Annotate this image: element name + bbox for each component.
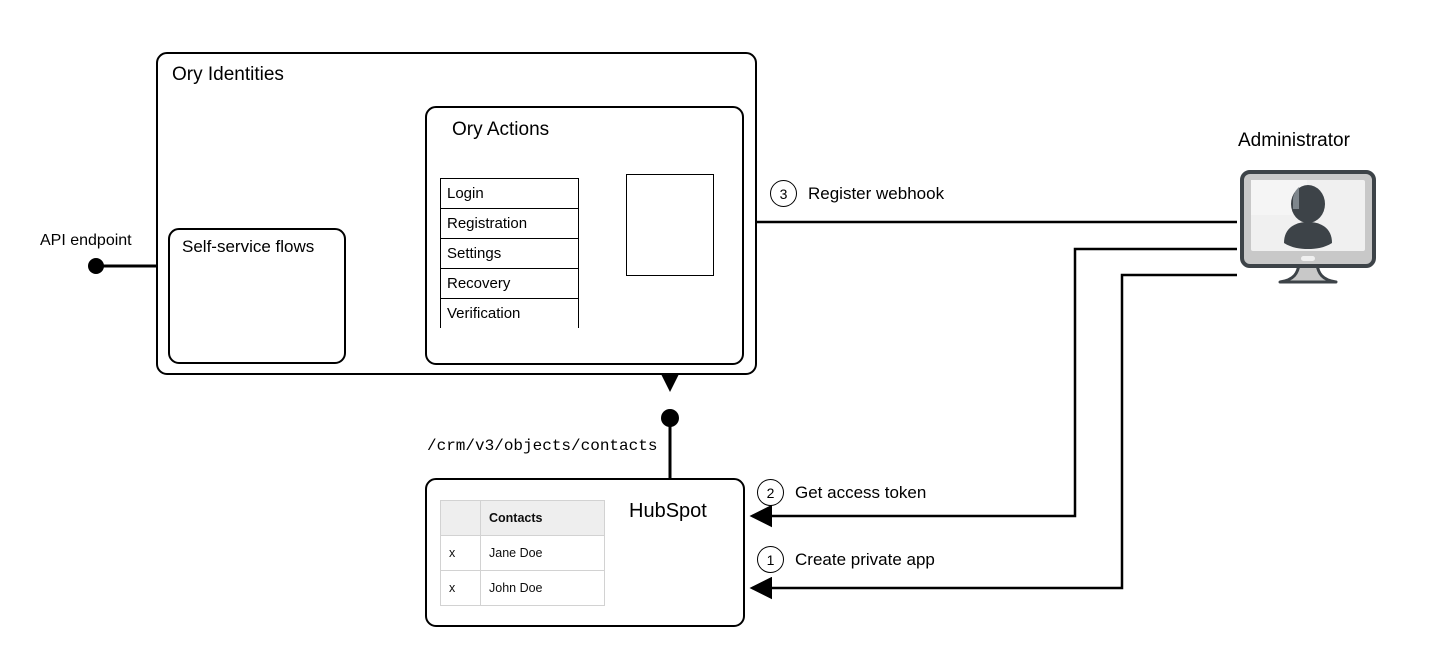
- table-row[interactable]: x Jane Doe: [440, 535, 605, 571]
- ory-identities-title: Ory Identities: [172, 64, 284, 85]
- step-1-label: Create private app: [795, 549, 935, 569]
- monitor-user-icon: [1240, 170, 1376, 284]
- table-cell-name: John Doe: [480, 570, 605, 606]
- step-2-label: Get access token: [795, 482, 927, 502]
- api-endpoint-label: API endpoint: [40, 232, 132, 249]
- self-service-flows-box: [168, 228, 346, 364]
- step-1-create-private-app: 1 Create private app: [757, 546, 935, 573]
- flow-row-settings[interactable]: Settings: [441, 239, 578, 269]
- ory-actions-title: Ory Actions: [452, 119, 550, 140]
- table-row[interactable]: x John Doe: [440, 570, 605, 606]
- table-header-blank: [440, 500, 481, 536]
- step-2-get-access-token: 2 Get access token: [757, 479, 926, 506]
- table-cell-marker: x: [440, 535, 481, 571]
- table-cell-name: Jane Doe: [480, 535, 605, 571]
- webhook-node-box[interactable]: [626, 174, 714, 276]
- step-1-number: 1: [757, 546, 784, 573]
- table-cell-marker: x: [440, 570, 481, 606]
- flow-row-login[interactable]: Login: [441, 179, 578, 209]
- flow-row-recovery[interactable]: Recovery: [441, 269, 578, 299]
- administrator-label: Administrator: [1238, 130, 1350, 151]
- step-3-register-webhook: 3 Register webhook: [770, 180, 944, 207]
- table-header-row: Contacts: [440, 500, 605, 536]
- flow-row-registration[interactable]: Registration: [441, 209, 578, 239]
- contacts-table: Contacts x Jane Doe x John Doe: [440, 500, 605, 606]
- flow-row-verification[interactable]: Verification: [441, 299, 578, 329]
- hubspot-endpoint-path-label: /crm/v3/objects/contacts: [427, 437, 658, 455]
- step-2-number: 2: [757, 479, 784, 506]
- ory-actions-flow-list: Login Registration Settings Recovery Ver…: [440, 178, 579, 329]
- table-header-contacts: Contacts: [480, 500, 605, 536]
- step-3-label: Register webhook: [808, 183, 945, 203]
- step-3-number: 3: [770, 180, 797, 207]
- hubspot-title: HubSpot: [629, 500, 707, 522]
- self-service-flows-label: Self-service flows: [182, 237, 315, 256]
